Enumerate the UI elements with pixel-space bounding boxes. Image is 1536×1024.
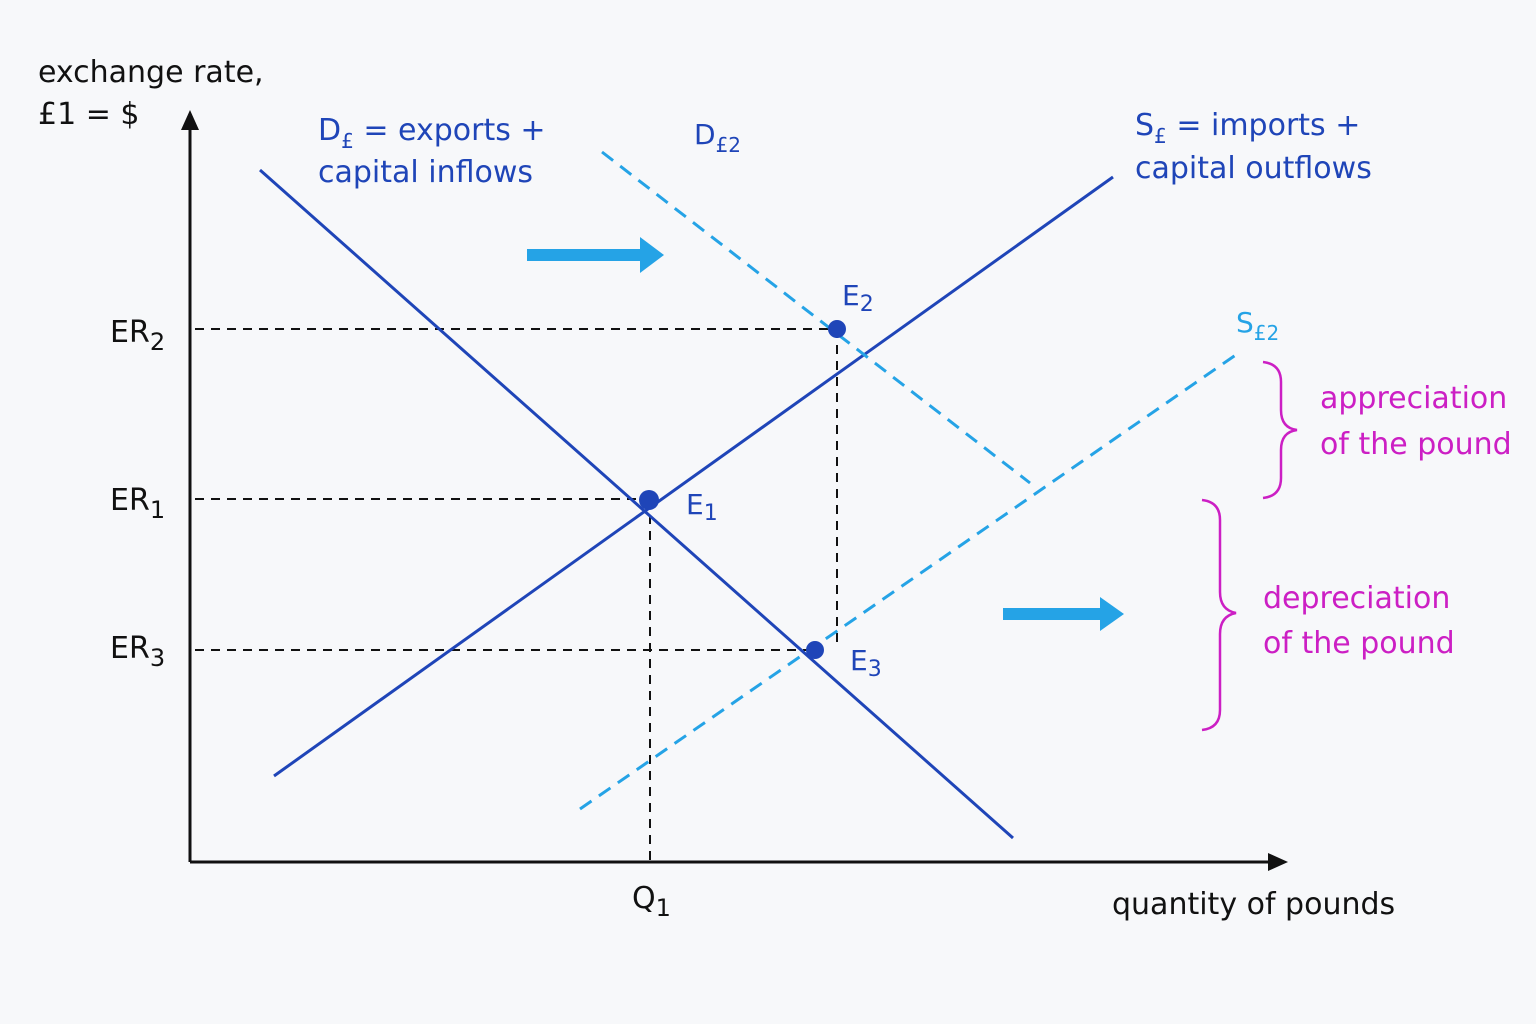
er2-label: ER2 [110,315,165,356]
q1-label: Q1 [632,881,671,922]
x-axis-arrowhead [1268,853,1288,871]
demand-label-line1: D£ = exports + [318,113,546,153]
er3-label: ER3 [110,631,165,672]
er1-label: ER1 [110,483,165,524]
demand-label-line2: capital inflows [318,155,533,190]
e3-label: E3 [850,644,882,682]
e1-label: E1 [686,488,718,526]
y-axis-label-line2: £1 = $ [38,97,139,132]
appreciation-label-line1: appreciation [1320,381,1507,416]
supply-curve-shifted [579,350,1241,811]
depreciation-label-line2: of the pound [1263,626,1455,661]
supply-shifted-label: S£2 [1236,306,1279,345]
supply-shift-arrow [1003,597,1124,631]
x-axis-label: quantity of pounds [1112,887,1395,922]
demand-shift-arrow [527,237,664,273]
supply-curve [273,175,1114,778]
demand-curve-shifted [601,150,1031,485]
e2-label: E2 [842,279,874,317]
supply-label-line2: capital outflows [1135,151,1372,186]
depreciation-brace [1201,498,1237,732]
reference-lines [195,328,838,860]
y-axis-arrowhead [181,110,199,130]
supply-label-line1: S£ = imports + [1135,108,1360,148]
demand-curve [259,168,1014,840]
appreciation-brace [1262,360,1298,500]
depreciation-label-line1: depreciation [1263,581,1450,616]
e3-point [806,641,824,659]
y-axis-label-line1: exchange rate, [38,55,264,90]
e2-point [828,320,846,338]
e1-point [639,490,659,510]
appreciation-label-line2: of the pound [1320,427,1512,462]
demand-shifted-label: D£2 [694,118,741,157]
